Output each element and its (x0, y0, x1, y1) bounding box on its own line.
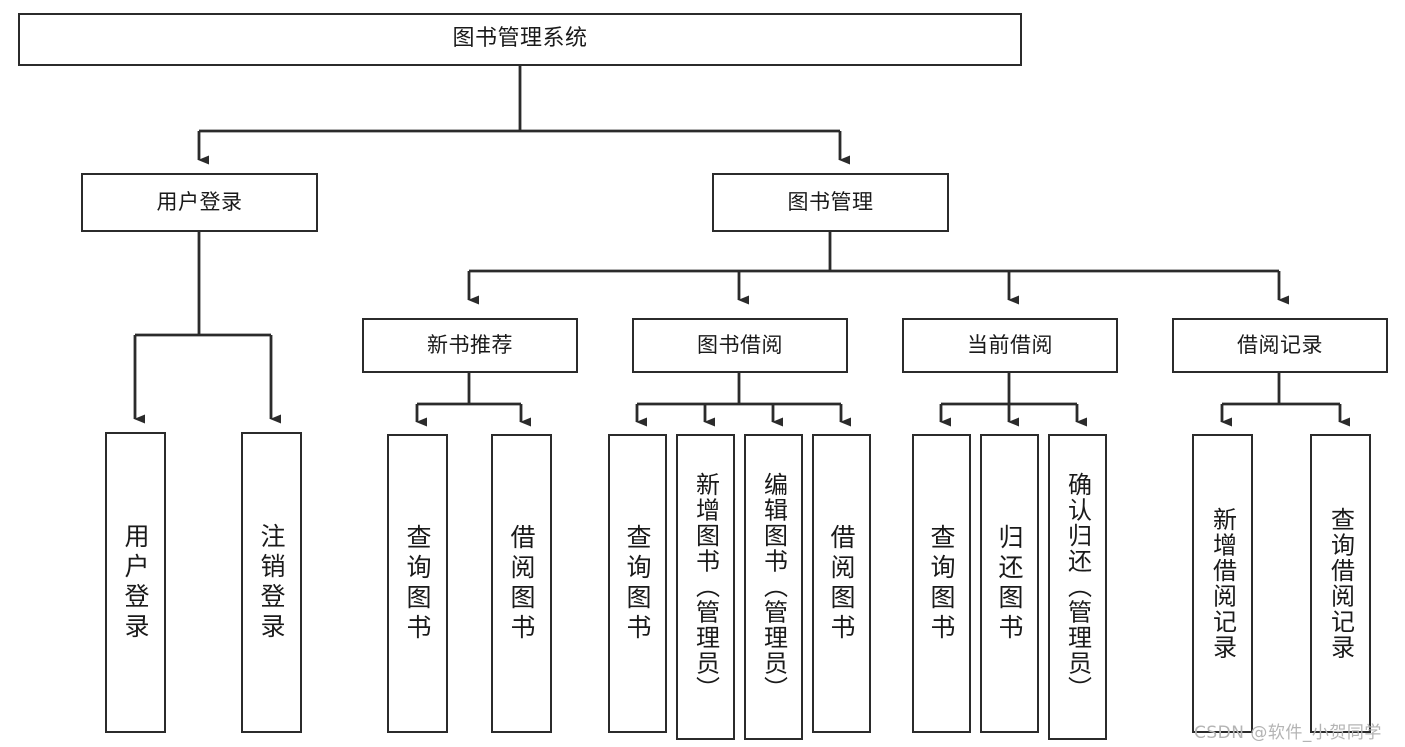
node-label: 编辑图书（管理员） (759, 472, 788, 702)
leaf-confirm-return-admin[interactable]: 确认归还（管理员） (1048, 434, 1107, 740)
node-label: 查询图书 (403, 523, 432, 644)
leaf-add-borrow-record[interactable]: 新增借阅记录 (1192, 434, 1253, 733)
leaf-query-book-1[interactable]: 查询图书 (387, 434, 448, 733)
leaf-user-login[interactable]: 用户登录 (105, 432, 166, 733)
node-new-book-recommend[interactable]: 新书推荐 (362, 318, 578, 373)
node-label: 查询借阅记录 (1326, 507, 1355, 660)
node-label: 查询图书 (623, 523, 652, 644)
node-label: 查询图书 (927, 523, 956, 644)
node-label: 图书管理 (787, 189, 874, 214)
leaf-query-book-3[interactable]: 查询图书 (912, 434, 971, 733)
node-label: 用户登录 (156, 189, 243, 214)
node-label: 确认归还（管理员） (1063, 472, 1092, 702)
node-label: 借阅记录 (1237, 332, 1323, 357)
leaf-query-book-2[interactable]: 查询图书 (608, 434, 667, 733)
node-current-borrow[interactable]: 当前借阅 (902, 318, 1118, 373)
leaf-borrow-book-2[interactable]: 借阅图书 (812, 434, 871, 733)
leaf-return-book[interactable]: 归还图书 (980, 434, 1039, 733)
node-label: 新增图书（管理员） (691, 472, 720, 702)
node-label: 图书管理系统 (452, 26, 588, 52)
node-borrow-record[interactable]: 借阅记录 (1172, 318, 1388, 373)
leaf-add-book-admin[interactable]: 新增图书（管理员） (676, 434, 735, 740)
node-label: 借阅图书 (827, 523, 856, 644)
csdn-watermark: CSDN @软件_小贺同学 (1194, 723, 1382, 743)
node-user-login[interactable]: 用户登录 (81, 173, 318, 232)
node-label: 用户登录 (121, 522, 150, 643)
node-book-manage[interactable]: 图书管理 (712, 173, 949, 232)
leaf-query-borrow-record[interactable]: 查询借阅记录 (1310, 434, 1371, 733)
node-book-borrow[interactable]: 图书借阅 (632, 318, 848, 373)
node-label: 图书借阅 (697, 332, 783, 357)
node-label: 归还图书 (995, 523, 1024, 644)
node-label: 注销登录 (257, 522, 286, 643)
node-label: 新书推荐 (427, 332, 513, 357)
node-label: 新增借阅记录 (1208, 507, 1237, 660)
node-label: 借阅图书 (507, 523, 536, 644)
node-label: 当前借阅 (967, 332, 1053, 357)
leaf-user-logout[interactable]: 注销登录 (241, 432, 302, 733)
leaf-borrow-book-1[interactable]: 借阅图书 (491, 434, 552, 733)
leaf-edit-book-admin[interactable]: 编辑图书（管理员） (744, 434, 803, 740)
node-root-book-management-system[interactable]: 图书管理系统 (18, 13, 1022, 66)
